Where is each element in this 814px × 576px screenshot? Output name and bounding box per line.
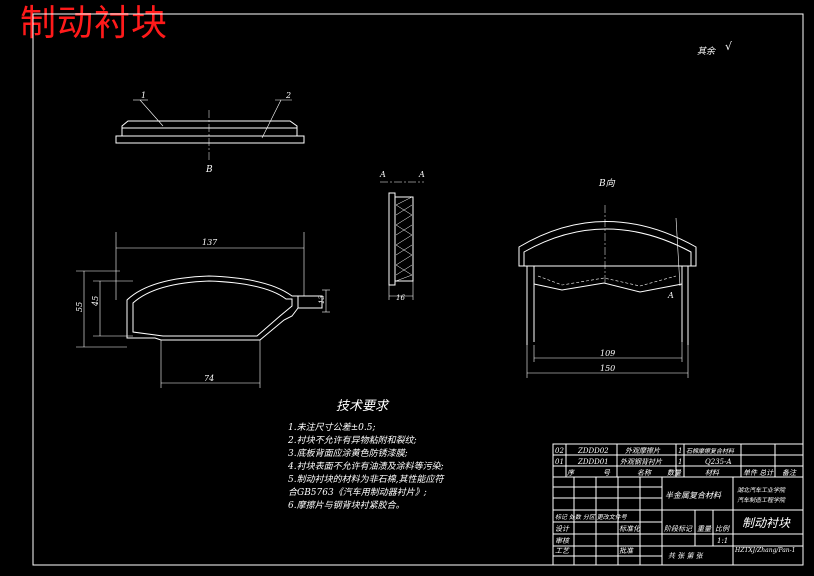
bom-row-1-qty: 1 (678, 447, 682, 455)
bom-row-1-name: 外观摩擦片 (625, 447, 661, 455)
tech-req-item-2: 2.衬块不允许有异物粘附和裂纹; (287, 435, 417, 446)
dim-bottom-width: 74 (204, 374, 214, 383)
bom-header-remark: 备注 (782, 469, 797, 477)
drawing-border (32, 13, 804, 566)
drawing-title: 制动衬块 (742, 516, 791, 530)
side-view: A A 16 (379, 170, 425, 302)
sheets-label: 共 张 第 张 (668, 552, 704, 560)
bom-header-weight: 单件 总计 (743, 469, 774, 477)
change-record-label: 标记 处数 分区 更改文件号 (555, 513, 628, 521)
design-label: 设计 (555, 525, 570, 533)
roughness-note: 其余 (697, 46, 716, 57)
school-name: 湖北汽车工业学院 (737, 486, 786, 494)
dim-inner-width: 109 (600, 349, 615, 358)
dim-thickness: 16 (396, 294, 405, 302)
top-view: 1 2 B (115, 91, 305, 175)
tech-req-item-1: 1.未注尺寸公差±0.5; (288, 422, 375, 433)
dim-body-height: 45 (91, 296, 100, 307)
view-label-a-right: A (418, 170, 425, 179)
standard-label: 标准化 (619, 525, 641, 533)
tech-req-item-5: 5.制动衬块的材料为非石棉,其性能应符 (288, 474, 445, 485)
tech-req-title: 技术要求 (336, 399, 390, 414)
bom-row-2-material: Q235-A (705, 458, 732, 466)
tech-req-item-7: 6.摩擦片与钢背块衬紧胶合。 (288, 500, 405, 511)
school-name-2: 汽车制造工程学院 (737, 496, 786, 504)
view-label-b-top: B (205, 165, 213, 175)
bom-header-code: 号 (603, 469, 611, 477)
bom-row-2-no: 01 (555, 458, 564, 466)
bom-row-1-code: ZDDD02 (577, 447, 609, 455)
dim-tab: 13 (318, 295, 326, 304)
watermark-title: 制动衬块 (20, 3, 169, 44)
ratio-label: 比例 (715, 525, 730, 533)
scale-value: 1:1 (717, 537, 728, 545)
bom-row-1-material: 石棉摩擦复合材料 (686, 447, 735, 455)
title-block: 02 ZDDD02 外观摩擦片 1 石棉摩擦复合材料 01 ZDDD01 外观钢… (552, 443, 804, 566)
approve-label: 批准 (619, 547, 634, 555)
technical-requirements: 技术要求 1.未注尺寸公差±0.5; 2.衬块不允许有异物粘附和裂纹; 3.底板… (287, 399, 445, 511)
tech-req-item-6: 合GB5763《汽车用制动器衬片》; (288, 487, 427, 498)
check-label: 审核 (555, 537, 570, 545)
bom-header-no: 序 (567, 469, 575, 477)
view-label-b: B向 (598, 178, 616, 189)
front-view: 137 55 45 13 74 (75, 232, 330, 388)
bom-header-material: 材料 (705, 469, 720, 477)
callout-2: 2 (285, 91, 291, 100)
tech-req-item-3: 3.底板背面应涂黄色防锈漆膜; (288, 448, 408, 459)
material-note: 半金属复合材料 (665, 491, 722, 500)
dim-outer-width: 150 (600, 364, 615, 373)
dim-overall-height: 55 (75, 302, 84, 312)
view-label-a-left: A (379, 170, 386, 179)
callout-1: 1 (141, 91, 146, 100)
dim-overall-width: 137 (202, 238, 218, 247)
weight-label: 重量 (697, 525, 712, 533)
b-view: B向 A 109 150 (518, 178, 697, 378)
roughness-mark: √ (725, 40, 733, 53)
tech-req-item-4: 4.衬块表面不允许有油渍及涂料等污染; (287, 461, 444, 472)
bom-row-2-qty: 1 (678, 458, 682, 466)
bom-header-qty: 数量 (667, 469, 682, 477)
view-label-a-bottom: A (667, 291, 674, 300)
bom-row-1-no: 02 (555, 447, 564, 455)
bom-row-2-name: 外观钢背衬片 (620, 458, 663, 466)
stage-label: 阶段标记 (664, 525, 693, 533)
process-label: 工艺 (555, 547, 570, 555)
bom-row-2-code: ZDDD01 (577, 458, 609, 466)
drawing-number: HZTXJ/Zhang/Pan-1 (734, 547, 796, 554)
bom-header-name: 名称 (637, 469, 652, 477)
